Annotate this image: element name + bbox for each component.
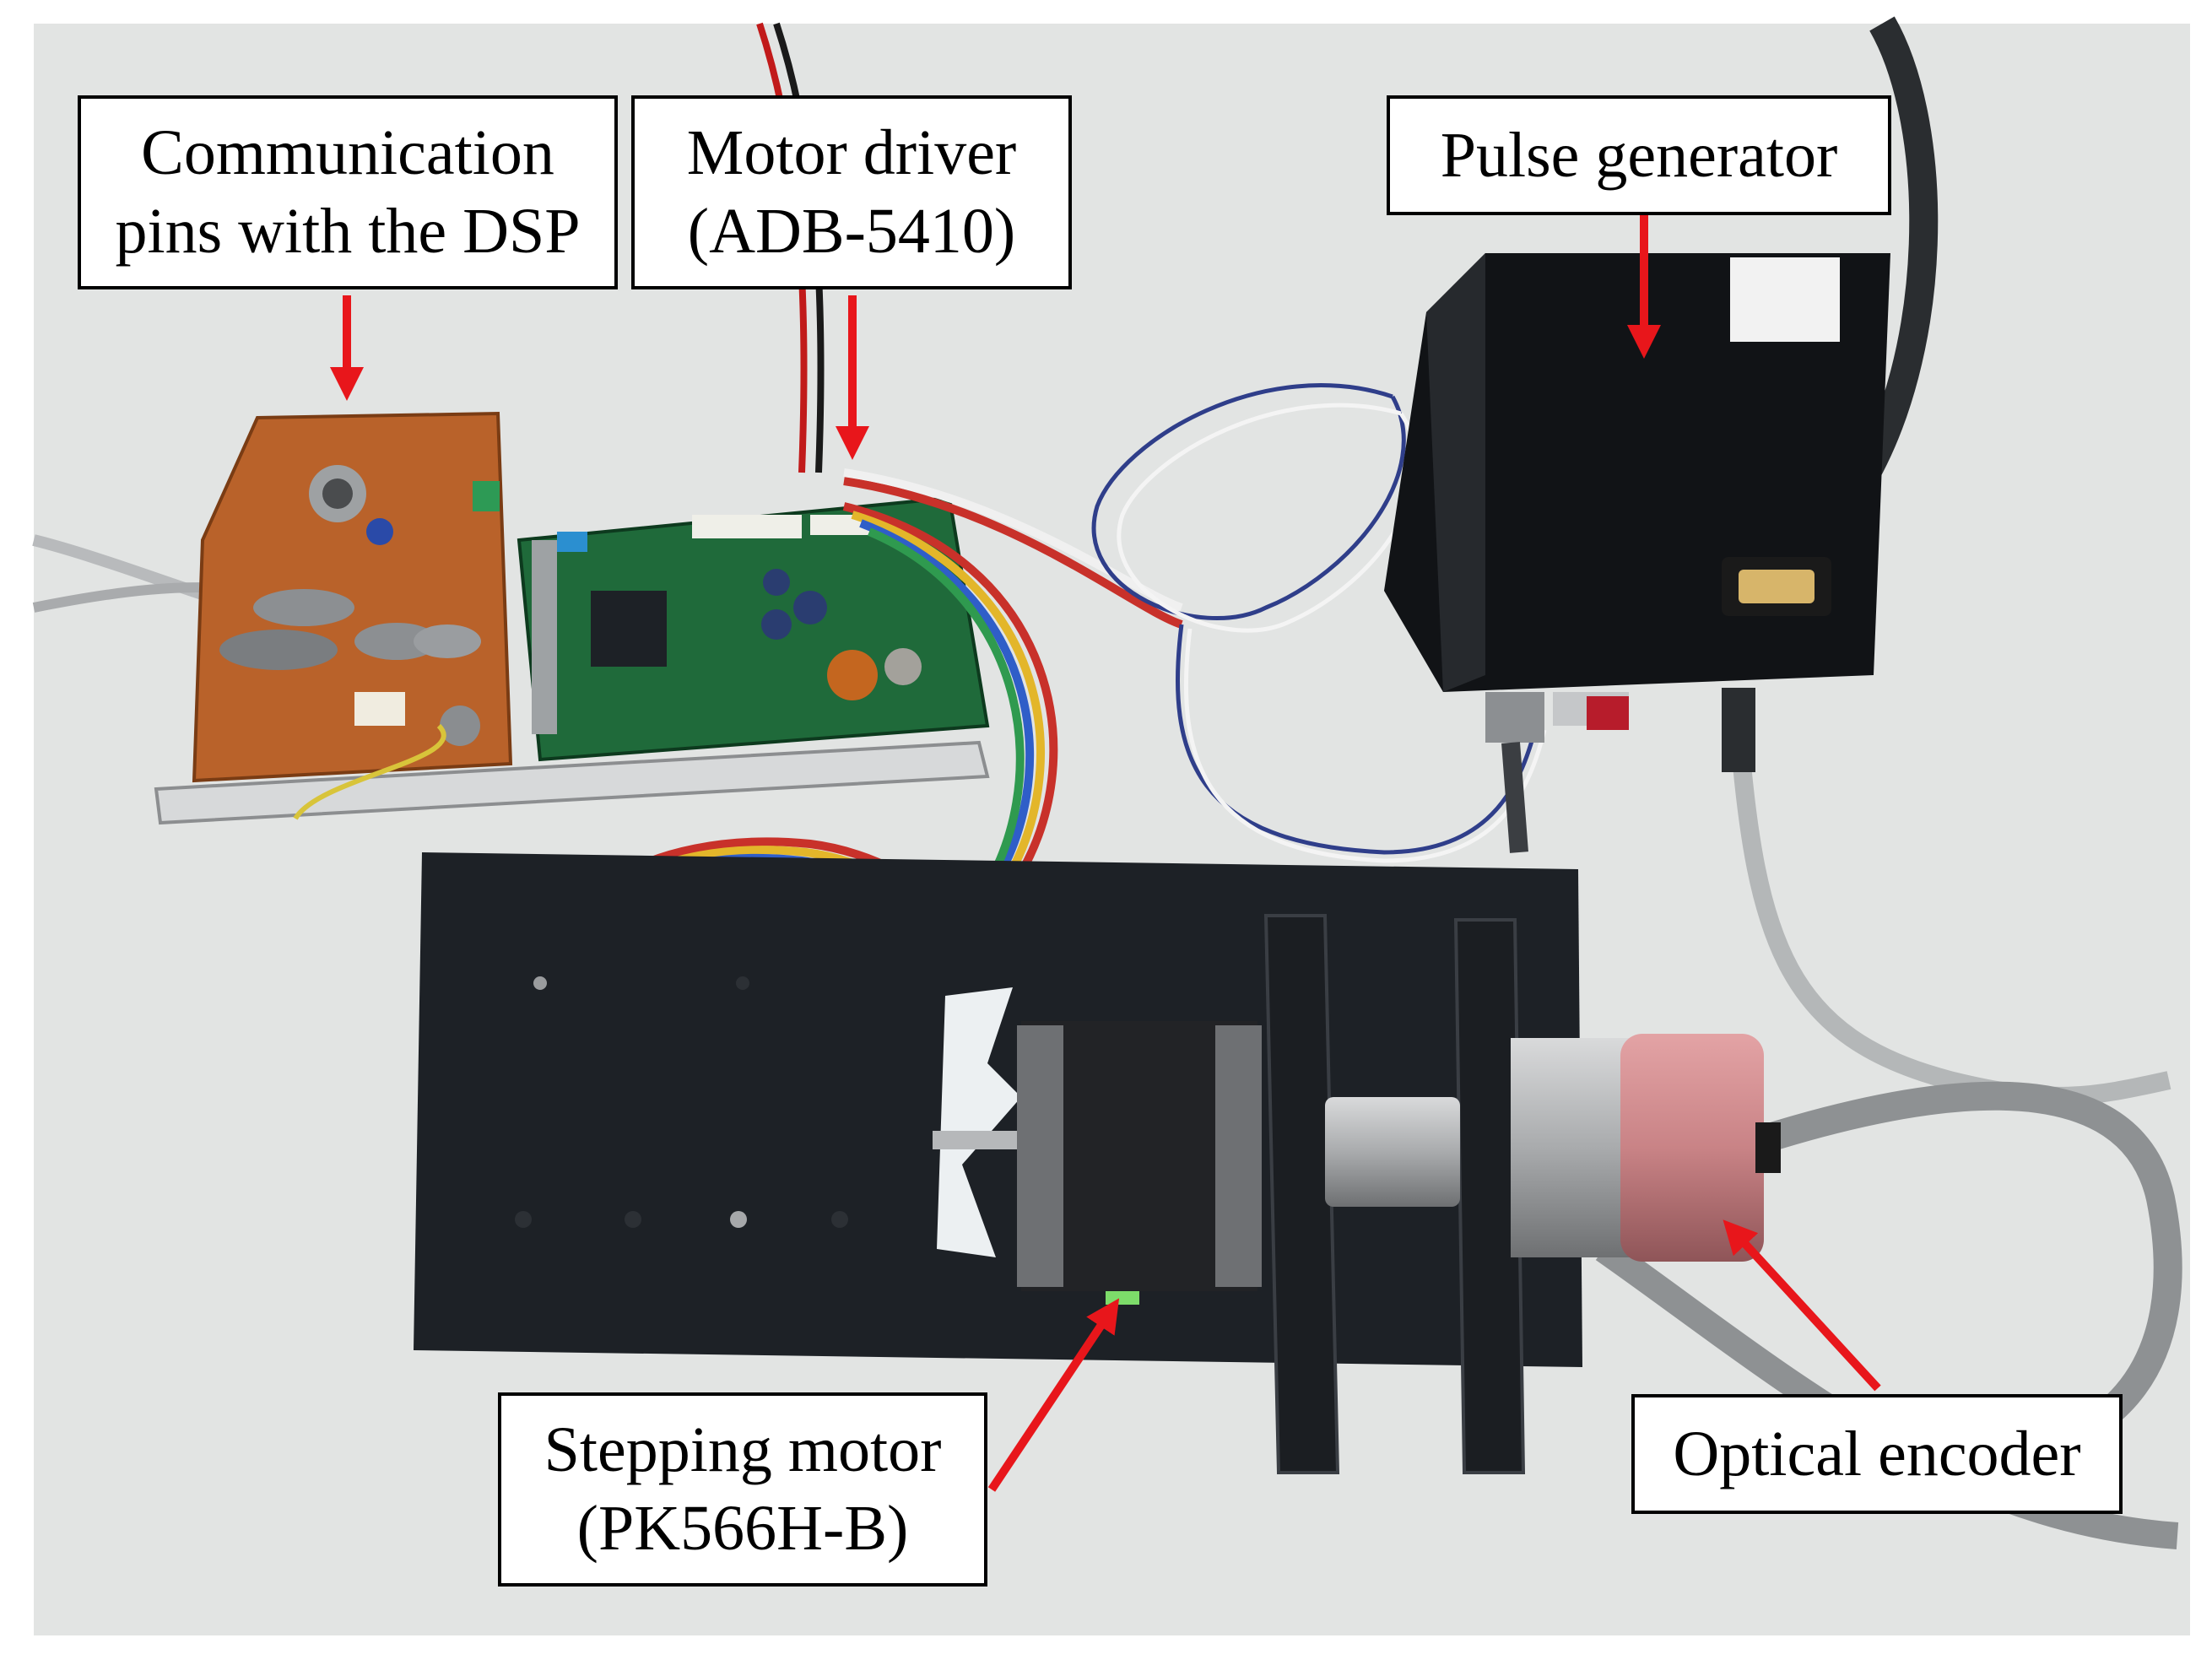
label-communication-pins-line1: Communication — [141, 117, 554, 189]
label-motor-driver-line2: (ADB-5410) — [687, 196, 1016, 267]
label-pulse-generator: Pulse generator — [1387, 95, 1891, 215]
cable-grey-right — [1729, 725, 2171, 1105]
cable-top-right — [1844, 16, 1939, 497]
communication-pcb — [154, 411, 990, 825]
label-optical-encoder: Optical encoder — [1631, 1394, 2123, 1514]
arrow-stepping-motor — [987, 1298, 1120, 1492]
label-stepping-motor-line2: (PK566H-B) — [576, 1493, 909, 1564]
motor-driver-pcb — [516, 495, 990, 762]
label-communication-pins-line2: pins with the DSP — [115, 196, 581, 267]
label-stepping-motor-line1: Stepping motor — [544, 1414, 942, 1486]
mount-plate-right — [1453, 918, 1526, 1474]
label-motor-driver: Motor driver (ADB-5410) — [631, 95, 1072, 289]
pulse-generator-box — [1384, 253, 1890, 853]
optical-encoder — [1511, 1034, 1781, 1262]
label-optical-encoder-line1: Optical encoder — [1673, 1418, 2081, 1489]
label-stepping-motor: Stepping motor (PK566H-B) — [498, 1392, 987, 1587]
arrow-optical-encoder — [1723, 1219, 1881, 1392]
label-motor-driver-line1: Motor driver — [686, 117, 1017, 189]
label-pulse-generator-line1: Pulse generator — [1440, 119, 1838, 191]
stepping-motor — [933, 1021, 1262, 1305]
label-communication-pins: Communication pins with the DSP — [78, 95, 618, 289]
shaft-coupling — [1325, 1097, 1460, 1207]
mount-plate-left — [1263, 914, 1340, 1474]
